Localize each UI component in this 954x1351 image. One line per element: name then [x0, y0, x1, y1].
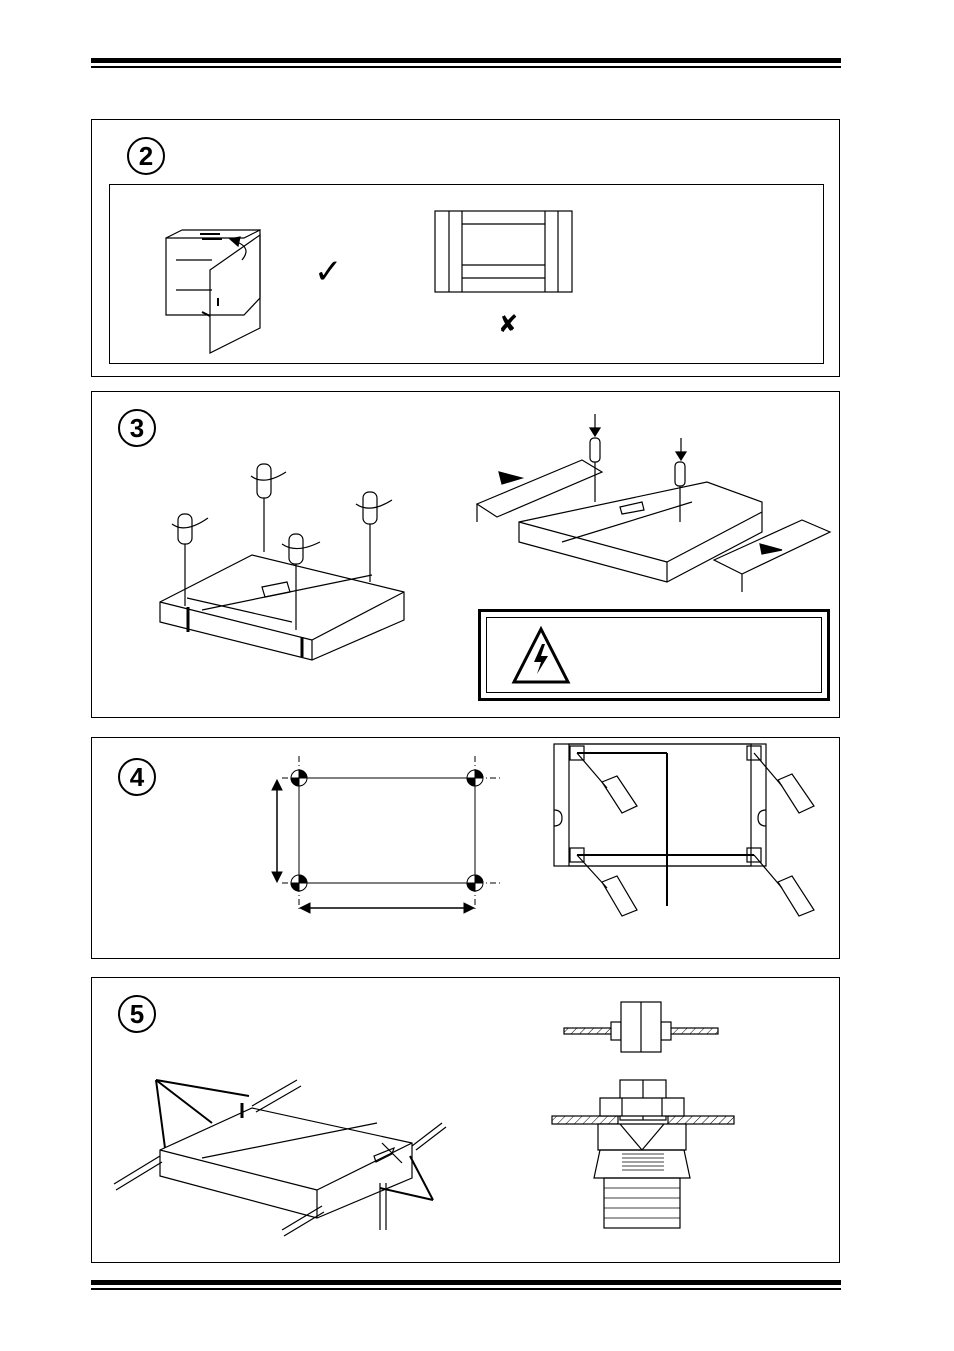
high-voltage-warning-icon — [481, 612, 833, 704]
step-5-panel: 5 — [91, 977, 840, 1263]
step-4-panel: 4 — [91, 737, 840, 959]
wall-mounting-screws-illustration — [92, 738, 841, 960]
step-2-panel: 2 ✓ — [91, 119, 840, 377]
cable-gland-cross-section — [92, 978, 841, 1264]
footer-rule-thin — [91, 1288, 841, 1290]
header-rule-thin — [91, 66, 841, 68]
electrical-warning-box — [478, 609, 830, 701]
flat-enclosure-top-view — [92, 120, 841, 378]
step-3-panel: 3 — [91, 391, 840, 718]
footer-rule-thick — [91, 1280, 841, 1285]
cross-mark-icon: ✘ — [498, 310, 518, 338]
header-rule-thick — [91, 58, 841, 63]
